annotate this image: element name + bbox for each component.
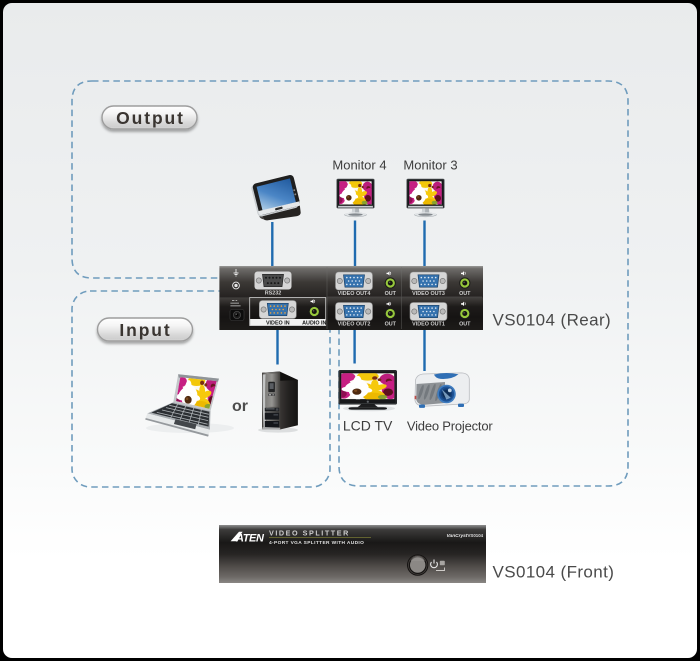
svg-text:AUDIO IN: AUDIO IN — [302, 320, 326, 326]
svg-text:LCD TV: LCD TV — [343, 417, 393, 433]
svg-text:VS0104: VS0104 — [468, 533, 484, 538]
svg-text:VS0104 (Front): VS0104 (Front) — [493, 562, 615, 581]
svg-text:OUT: OUT — [385, 322, 397, 328]
svg-text:VIDEO IN: VIDEO IN — [266, 320, 290, 326]
svg-text:OUT: OUT — [385, 291, 397, 297]
svg-text:VIDEO OUT3: VIDEO OUT3 — [412, 291, 445, 297]
svg-text:OUT: OUT — [459, 322, 471, 328]
svg-text:VIDEO OUT2: VIDEO OUT2 — [338, 322, 371, 328]
svg-text:VanCryst: VanCryst — [447, 533, 468, 539]
svg-text:ATEN: ATEN — [235, 532, 265, 544]
svg-text:4-PORT VGA SPLITTER WITH AUDIO: 4-PORT VGA SPLITTER WITH AUDIO — [269, 540, 364, 546]
svg-text:Input: Input — [119, 320, 171, 340]
svg-text:or: or — [232, 398, 248, 415]
svg-text:Output: Output — [116, 108, 185, 128]
svg-text:Monitor 3: Monitor 3 — [403, 157, 457, 172]
svg-text:OUT: OUT — [459, 291, 471, 297]
svg-text:VIDEO OUT1: VIDEO OUT1 — [412, 322, 445, 328]
svg-text:VIDEO OUT4: VIDEO OUT4 — [338, 291, 371, 297]
svg-text:VIDEO SPLITTER: VIDEO SPLITTER — [269, 529, 350, 538]
svg-text:VS0104 (Rear): VS0104 (Rear) — [493, 311, 612, 330]
svg-text:Video Projector: Video Projector — [407, 418, 494, 433]
svg-text:Monitor 4: Monitor 4 — [332, 157, 386, 172]
svg-text:RS232: RS232 — [265, 291, 281, 297]
